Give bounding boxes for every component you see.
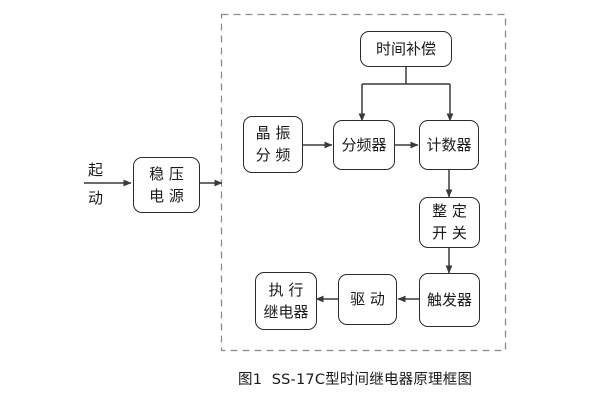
block-counter-label: 计数器 xyxy=(426,135,472,154)
block-time-compensation[interactable]: 时间补偿 xyxy=(360,31,452,67)
block-crystal-divider-line2: 分 频 xyxy=(255,146,291,164)
block-frequency-divider[interactable]: 分频器 xyxy=(333,120,395,170)
block-setting-switch-line2: 开 关 xyxy=(432,224,467,242)
block-output-relay[interactable]: 执 行 继电器 xyxy=(255,272,317,330)
start-label-line2: 动 xyxy=(88,189,104,207)
block-crystal-divider-line1: 晶 振 xyxy=(255,124,291,142)
block-power-supply[interactable]: 稳 压 电 源 xyxy=(133,157,200,213)
block-power-supply-line1: 稳 压 xyxy=(149,164,184,183)
figure-caption: 图1 SS-17C型时间继电器原理框图 xyxy=(238,372,473,388)
block-power-supply-line2: 电 源 xyxy=(149,186,184,205)
block-frequency-divider-label: 分频器 xyxy=(341,135,387,154)
block-time-compensation-label: 时间补偿 xyxy=(375,39,436,58)
block-trigger-label: 触发器 xyxy=(426,290,472,309)
block-setting-switch-line1: 整 定 xyxy=(432,202,467,220)
block-driver[interactable]: 驱 动 xyxy=(338,274,397,325)
block-driver-label: 驱 动 xyxy=(350,290,385,308)
block-output-relay-line2: 继电器 xyxy=(263,302,309,321)
block-output-relay-line1: 执 行 xyxy=(268,280,304,299)
block-counter[interactable]: 计数器 xyxy=(419,120,479,170)
start-label-line1: 起 xyxy=(88,161,104,179)
block-trigger[interactable]: 触发器 xyxy=(419,273,480,327)
block-setting-switch[interactable]: 整 定 开 关 xyxy=(419,197,480,248)
block-crystal-divider[interactable]: 晶 振 分 频 xyxy=(243,116,303,173)
